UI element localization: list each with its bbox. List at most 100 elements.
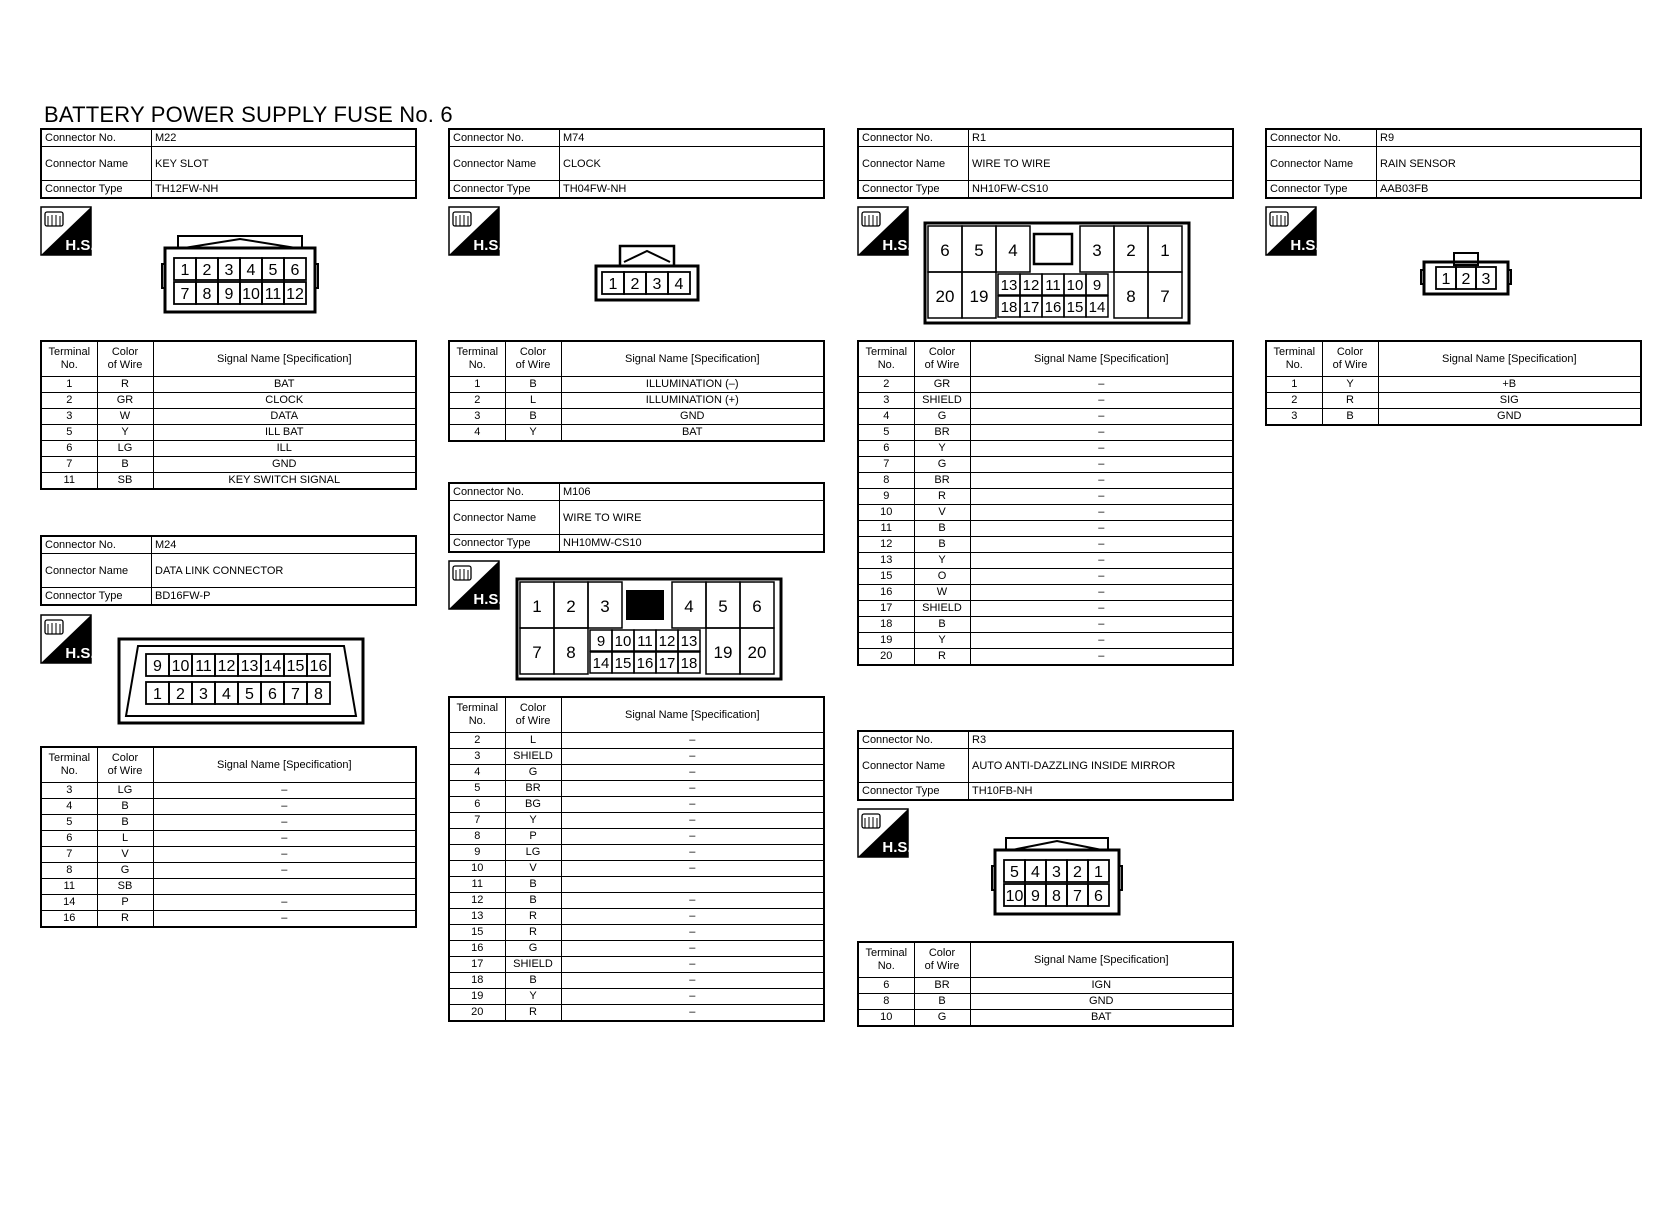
connector-name: RAIN SENSOR [1376,146,1642,181]
signal-name: – [560,764,825,781]
signal-name: – [969,600,1234,617]
connector-name: DATA LINK CONNECTOR [151,553,417,588]
terminal-no: 2 [40,392,98,409]
column-header: Terminal No. [448,696,506,733]
pin-number: 3 [199,686,208,703]
signal-name: – [969,568,1234,585]
pin-number: 10 [615,633,632,650]
terminal-no: 2 [1265,392,1323,409]
column-header: Signal Name [Specification] [560,340,825,377]
hs-label: H.S. [882,237,909,254]
pin-number: 19 [970,287,989,306]
terminal-no: 3 [40,782,98,799]
hs-label: H.S. [1290,237,1317,254]
pin-cell [306,681,331,705]
column-header: Terminal No. [857,340,915,377]
pin-number: 6 [291,262,300,279]
pin-number: 1 [609,276,618,293]
pin-cell [1085,273,1109,296]
wire-color: B [96,814,154,831]
terminal-no: 3 [1265,408,1323,426]
terminal-no: 7 [448,812,506,829]
signal-name: – [152,782,417,799]
terminal-no: 15 [857,568,915,585]
terminal-no: 2 [857,376,915,393]
harness-side-icon: H.S. [1265,206,1320,256]
terminal-no: 7 [40,456,98,473]
wire-color: GR [913,376,971,393]
connector-no: R9 [1376,128,1642,147]
wire-color: Y [504,812,562,829]
signal-name [560,876,825,893]
wire-color: Y [913,632,971,649]
wire-color: L [504,732,562,749]
pin-number: 4 [222,686,231,703]
pin-cell [961,271,997,319]
field-label: Connector No. [857,128,969,147]
pin-cell [283,257,307,281]
terminal-no: 18 [448,972,506,989]
signal-name: ILL BAT [152,424,417,441]
column-header: Terminal No. [1265,340,1323,377]
pin-number: 19 [714,643,733,662]
terminal-no: 11 [40,472,98,490]
signal-name: – [969,440,1234,457]
pin-number: 5 [1010,864,1019,881]
pin-number: 8 [1052,888,1061,905]
terminal-no: 6 [40,440,98,457]
pin-number: 3 [225,262,234,279]
wire-color: L [504,392,562,409]
wire-color: V [504,860,562,877]
terminal-no: 17 [857,600,915,617]
harness-side-icon: H.S. [40,206,95,256]
column-header: Signal Name [Specification] [152,746,417,783]
terminal-no: 16 [857,584,915,601]
signal-name: – [560,812,825,829]
pin-number: 14 [264,658,282,675]
terminal-no: 6 [448,796,506,813]
blocked-cavity [626,590,664,620]
terminal-no: 4 [448,764,506,781]
pin-number: 17 [1023,299,1040,316]
wire-color: B [504,892,562,909]
field-label: Connector Name [857,748,969,783]
terminal-no: 8 [40,862,98,879]
pin-number: 8 [566,643,575,662]
signal-name: – [969,632,1234,649]
signal-name: – [969,504,1234,521]
harness-side-icon: H.S. [448,560,503,610]
pin-number: 1 [181,262,190,279]
column-header: Signal Name [Specification] [1377,340,1642,377]
column-header: Color of Wire [913,340,971,377]
wire-color: BG [504,796,562,813]
terminal-no: 19 [857,632,915,649]
wire-color: O [913,568,971,585]
connector-name: WIRE TO WIRE [559,500,825,535]
pin-number: 2 [566,597,575,616]
signal-name: – [969,616,1234,633]
pin-number: 1 [1094,864,1103,881]
wire-color: LG [96,782,154,799]
